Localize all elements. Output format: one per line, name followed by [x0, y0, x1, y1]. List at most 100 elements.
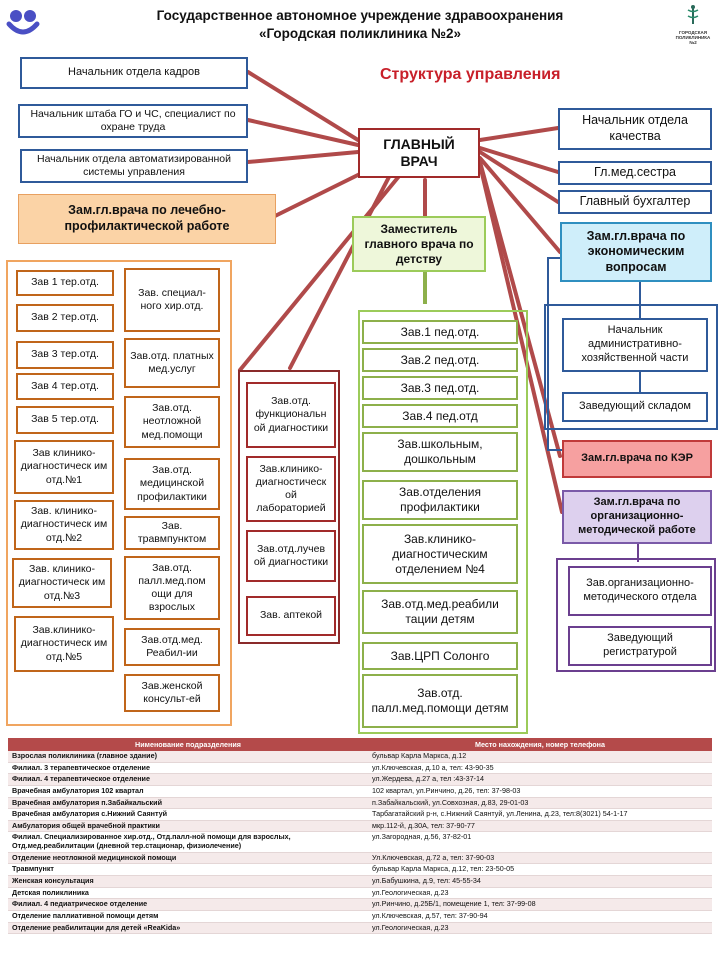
- table-cell-name: Детская поликлиника: [8, 887, 368, 900]
- medical-group-container: [6, 260, 232, 726]
- child-dept-6: Зав.отделения профилактики: [362, 480, 518, 520]
- child-dept-7: Зав.клинико-диагностическим отделением №…: [362, 524, 518, 584]
- med-dept-15: Зав.отд. палл.мед.пом ощи для взрослых: [124, 556, 220, 620]
- header-line-2: «Городская поликлиника №2»: [258, 26, 462, 41]
- table-cell-location: бульвар Карла Маркса, д.12, тел: 23-50-0…: [368, 863, 712, 877]
- med-dept-12: Зав.отд. неотложной мед.помощи: [124, 396, 220, 448]
- economic-group-container: [544, 304, 718, 430]
- deputy-children: Заместитель главного врача по детству: [352, 216, 486, 272]
- table-cell-location: бульвар Карла Маркса, д.12: [368, 751, 712, 763]
- table-cell-name: Врачебная амбулатория с.Нижний Саянтуй: [8, 808, 368, 821]
- table-cell-name: Женская консультация: [8, 875, 368, 888]
- med-dept-6: Зав клинико-диагностическ им отд.№1: [14, 440, 114, 494]
- table-cell-name: Филиал. 4 терапевтическое отделение: [8, 773, 368, 786]
- deputy-ker: Зам.гл.врача по КЭР: [562, 440, 712, 478]
- med-dept-7: Зав. клинико-диагностическ им отд.№2: [14, 500, 114, 550]
- table-header-location: Место нахождения, номер телефона: [368, 738, 712, 751]
- table-cell-name: Филиал. 3 терапевтическое отделение: [8, 762, 368, 775]
- child-dept-2: Зав.2 пед.отд.: [362, 348, 518, 372]
- table-row: Отделение реабилитации для детей «ReaKid…: [8, 922, 712, 935]
- deputy-medical: Зам.гл.врача по лечебно-профилактической…: [18, 194, 276, 244]
- table-cell-location: ул.Ключевская, д.57, тел: 37-90-94: [368, 910, 712, 923]
- table-cell-name: Отделение реабилитации для детей «ReaKid…: [8, 922, 368, 935]
- medical-caduceus-icon: [687, 5, 699, 24]
- med-dept-16: Зав.отд.мед. Реабил-ии: [124, 628, 220, 666]
- quality-head: Начальник отдела качества: [558, 108, 712, 150]
- logo-heart-icon: [6, 6, 40, 40]
- med-dept-8: Зав. клинико-диагностическ им отд.№3: [12, 558, 112, 608]
- warehouse-head: Заведующий складом: [562, 392, 708, 422]
- org-group-container: [556, 558, 716, 672]
- table-cell-location: ул.Ринчино, д.25Б/1, помещение 1, тел: 3…: [368, 898, 712, 911]
- table-cell-location: Ул.Ключевская, д.72 а, тел: 37-90-03: [368, 852, 712, 865]
- med-dept-13: Зав.отд. медицинской профилактики: [124, 458, 220, 510]
- child-dept-8: Зав.отд.мед.реабили тации детям: [362, 590, 518, 634]
- table-header-name: Нименование подразделения: [8, 738, 368, 751]
- table-cell-location: ул.Бабушкина, д.9, тел: 45-55-34: [368, 875, 712, 888]
- med-dept-5: Зав 5 тер.отд.: [16, 406, 114, 434]
- deputy-economic: Зам.гл.врача по экономическим вопросам: [560, 222, 712, 282]
- table-cell-location: ул.Загородная, д.56, 37-82-01: [368, 831, 712, 853]
- chief-doctor: ГЛАВНЫЙ ВРАЧ: [358, 128, 480, 178]
- table-cell-name: Амбулатория общей врачебной практики: [8, 820, 368, 833]
- table-cell-name: Врачебная амбулатория п.Забайкальский: [8, 797, 368, 810]
- children-group-container: [358, 310, 528, 734]
- child-dept-3: Зав.3 пед.отд.: [362, 376, 518, 400]
- table-cell-location: Тарбагатайский р-н, с.Нижний Саянтуй, ул…: [368, 808, 712, 821]
- chief-accountant: Главный бухгалтер: [558, 190, 712, 214]
- chief-nurse: Гл.мед.сестра: [558, 161, 712, 185]
- deputy-org: Зам.гл.врача по организационно-методичес…: [562, 490, 712, 544]
- registry-head: Заведующий регистратурой: [568, 626, 712, 666]
- table-cell-name: Отделение неотложной медицинской помощи: [8, 852, 368, 865]
- clinic-logo-text: ГОРОДСКАЯ ПОЛИКЛИНИКА №2: [675, 30, 711, 45]
- org-dept-head: Зав.организационно-методического отдела: [568, 566, 712, 616]
- child-dept-1: Зав.1 пед.отд.: [362, 320, 518, 344]
- table-cell-location: ул.Геологическая, д.23: [368, 922, 712, 935]
- table-cell-location: мкр.112-й, д.30А, тел: 37-90-77: [368, 820, 712, 833]
- table-cell-location: ул.Ключевская, д.10 а, тел: 43-90-35: [368, 762, 712, 775]
- med-dept-4: Зав 4 тер.отд.: [16, 373, 114, 400]
- diag-dept-4: Зав. аптекой: [246, 596, 336, 636]
- table-cell-name: Взрослая поликлиника (главное здание): [8, 751, 368, 763]
- table-cell-location: ул.Жердева, д.27 а, тел :43-37-14: [368, 773, 712, 786]
- med-dept-14: Зав. травмпунктом: [124, 516, 220, 550]
- diag-dept-2: Зав.клинико-диагностическ ой лабораторие…: [246, 456, 336, 522]
- civil-defense-head: Начальник штаба ГО и ЧС, специалист по о…: [18, 104, 248, 138]
- child-dept-10: Зав.отд. палл.мед.помощи детям: [362, 674, 518, 728]
- table-cell-name: Филиал. Специализированное хир.отд., Отд…: [8, 831, 368, 853]
- hr-head: Начальник отдела кадров: [20, 57, 248, 89]
- child-dept-9: Зав.ЦРП Солонго: [362, 642, 518, 670]
- table-cell-location: 102 квартал, ул.Ринчино, д.26, тел: 37-9…: [368, 785, 712, 798]
- table-cell-name: Отделение паллиативной помощи детям: [8, 910, 368, 923]
- table-row: Взрослая поликлиника (главное здание)бул…: [8, 751, 712, 763]
- med-dept-10: Зав. специал-ного хир.отд.: [124, 268, 220, 332]
- child-dept-4: Зав.4 пед.отд: [362, 404, 518, 428]
- header-line-1: Государственное автономное учреждение зд…: [156, 8, 564, 23]
- diag-dept-3: Зав.отд.лучев ой диагностики: [246, 530, 336, 582]
- diagram-title: Структура управления: [380, 66, 561, 83]
- admin-head: Начальник административно-хозяйственной …: [562, 318, 708, 372]
- departments-table: Нименование подразделения Место нахожден…: [8, 738, 712, 935]
- table-cell-name: Травмпункт: [8, 863, 368, 877]
- med-dept-2: Зав 2 тер.отд.: [16, 304, 114, 332]
- child-dept-5: Зав.школьным, дошкольным: [362, 432, 518, 472]
- asu-head: Начальник отдела автоматизированной сист…: [20, 149, 248, 183]
- table-header-row: Нименование подразделения Место нахожден…: [8, 738, 712, 751]
- table-row: Филиал. Специализированное хир.отд., Отд…: [8, 831, 712, 853]
- med-dept-11: Зав.отд. платных мед.услуг: [124, 338, 220, 388]
- table-cell-name: Врачебная амбулатория 102 квартал: [8, 785, 368, 798]
- med-dept-3: Зав 3 тер.отд.: [16, 341, 114, 369]
- med-dept-17: Зав.женской консульт-ей: [124, 674, 220, 712]
